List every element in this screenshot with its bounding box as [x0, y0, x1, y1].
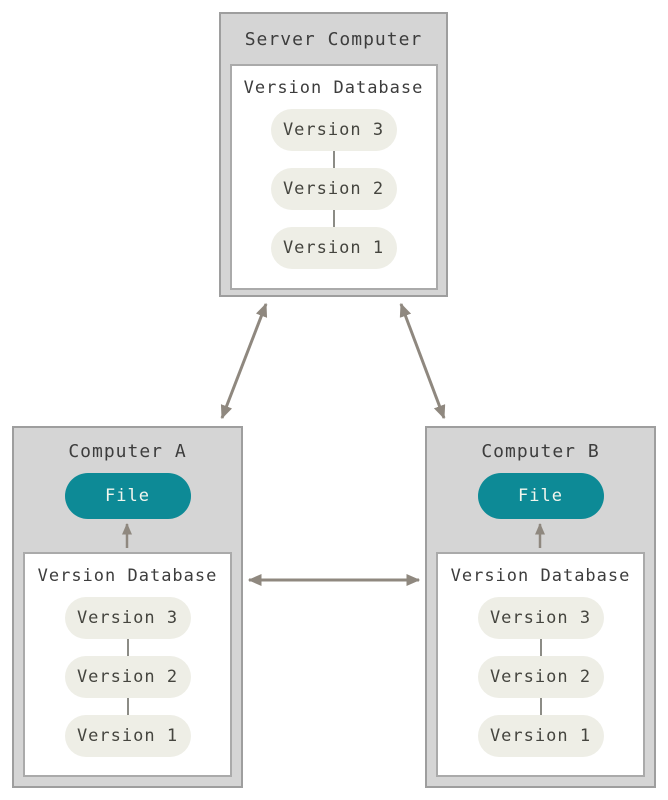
computer-a-version-database-label: Version Database — [37, 566, 218, 586]
server-version-database-label: Version Database — [243, 78, 424, 98]
version-connector-line — [332, 210, 335, 227]
computer-a-version-3-pill: Version 3 — [64, 597, 191, 639]
computer-b-box: Computer B File Version Database Version… — [425, 426, 656, 788]
version-connector-line — [332, 151, 335, 168]
computer-a-title: Computer A — [68, 441, 187, 462]
arrow-server-to-computer-b — [399, 302, 446, 420]
computer-a-version-1-pill: Version 1 — [64, 715, 191, 757]
version-connector-line — [539, 698, 542, 715]
arrow-server-to-computer-a — [220, 302, 268, 420]
computer-b-file-pill: File — [477, 473, 604, 519]
server-computer-box: Server Computer Version Database Version… — [219, 12, 448, 297]
version-connector-line — [126, 639, 129, 656]
computer-b-version-1-pill: Version 1 — [477, 715, 604, 757]
computer-b-version-2-pill: Version 2 — [477, 656, 604, 698]
computer-a-version-2-pill: Version 2 — [64, 656, 191, 698]
version-connector-line — [126, 698, 129, 715]
version-connector-line — [539, 639, 542, 656]
computer-b-version-database-label: Version Database — [450, 566, 631, 586]
computer-a-box: Computer A File Version Database Version… — [12, 426, 243, 788]
server-computer-title: Server Computer — [244, 29, 423, 50]
server-version-2-pill: Version 2 — [270, 168, 397, 210]
computer-b-version-database-box: Version Database Version 3 Version 2 Ver… — [436, 552, 645, 777]
computer-b-version-3-pill: Version 3 — [477, 597, 604, 639]
computer-a-version-database-box: Version Database Version 3 Version 2 Ver… — [23, 552, 232, 777]
server-version-3-pill: Version 3 — [270, 109, 397, 151]
server-version-database-box: Version Database Version 3 Version 2 Ver… — [229, 64, 438, 290]
computer-a-file-pill: File — [64, 473, 191, 519]
server-version-1-pill: Version 1 — [270, 227, 397, 269]
computer-b-title: Computer B — [481, 441, 600, 462]
